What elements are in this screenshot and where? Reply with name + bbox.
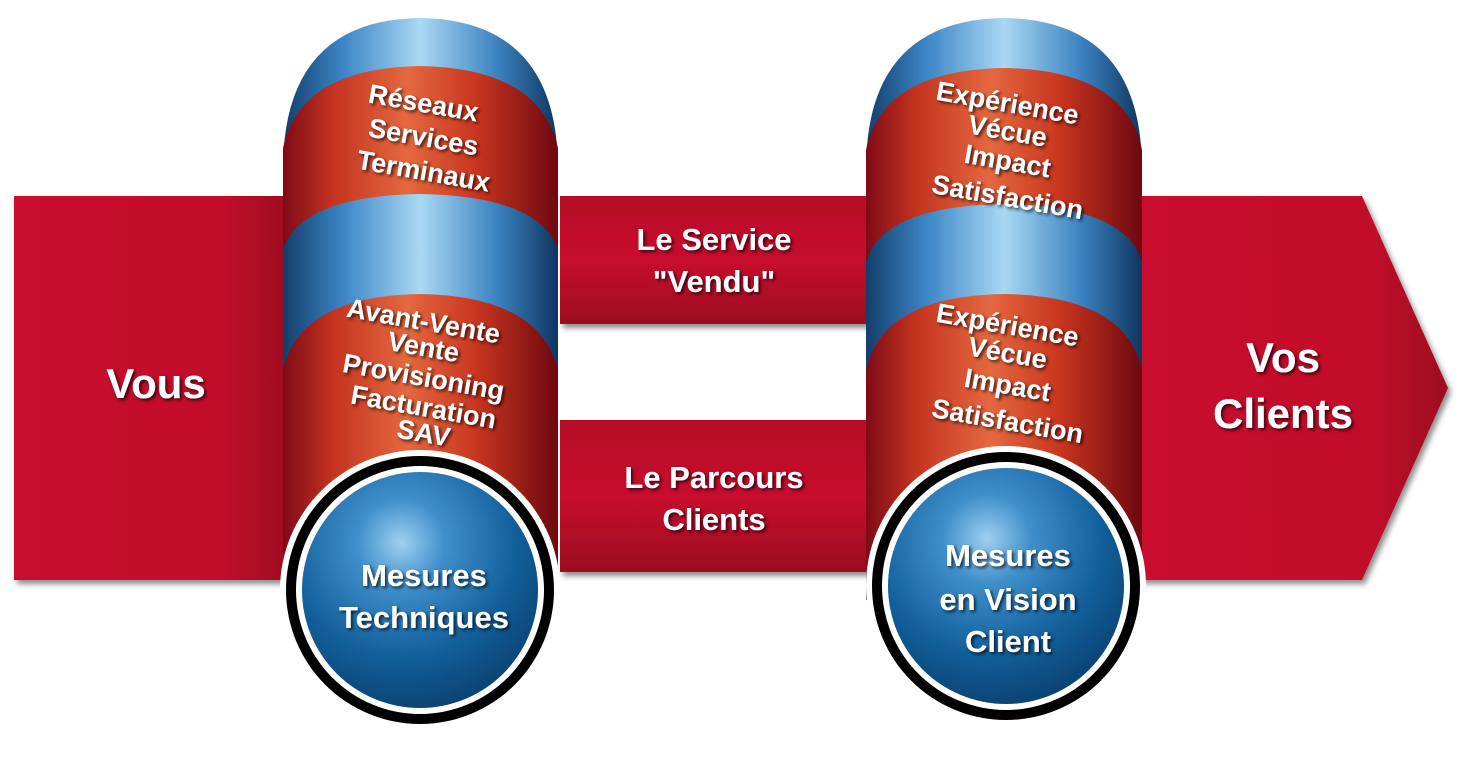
left-cylinder <box>280 18 560 730</box>
right-circle-line-3: Client <box>965 624 1051 659</box>
bottom-path-label-line-2: Clients <box>662 502 765 537</box>
right-top-band <box>866 68 1142 262</box>
end-label-line-1: Vos <box>1246 334 1320 381</box>
start-label: Vous <box>106 360 206 407</box>
end-arrow-head <box>1140 196 1448 580</box>
left-top-band <box>283 66 558 250</box>
right-circle-line-1: Mesures <box>945 538 1071 573</box>
left-circle-line-1: Mesures <box>361 558 487 593</box>
bottom-path-label-line-1: Le Parcours <box>624 460 803 495</box>
top-path-band <box>560 196 880 324</box>
right-sphere <box>888 468 1124 704</box>
right-circle-line-2: en Vision <box>939 582 1076 617</box>
bottom-path-band <box>560 420 880 572</box>
left-circle-line-2: Techniques <box>339 600 509 635</box>
left-cylinder-seam <box>283 204 558 318</box>
top-path-label-line-2: "Vendu" <box>653 264 775 299</box>
right-cylinder <box>866 18 1146 726</box>
left-sphere <box>302 472 538 708</box>
top-path-label-line-1: Le Service <box>636 222 791 257</box>
end-label-line-2: Clients <box>1213 390 1353 437</box>
main-flow-arrow <box>14 196 1448 580</box>
start-block <box>14 196 290 580</box>
